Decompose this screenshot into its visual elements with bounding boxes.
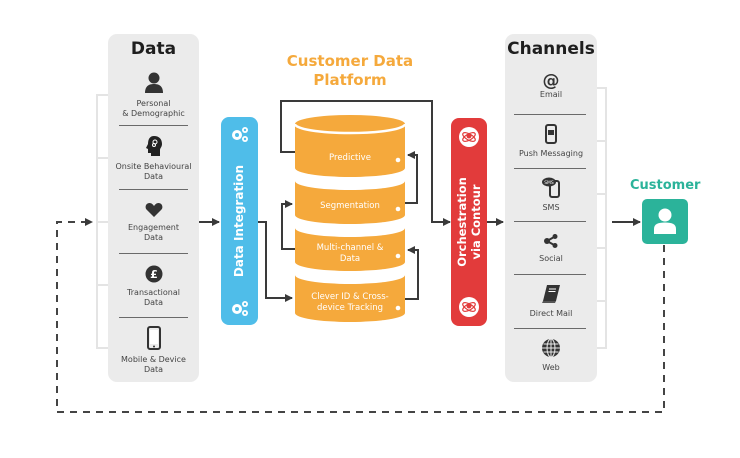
sms-icon: SMS [542,177,560,198]
arrow-predictive-to-orchestration [280,100,451,226]
data-item-personal: Personal & Demographic [108,72,199,119]
channel-item-social: Social [505,233,597,264]
data-item-transactional: £ Transactional Data [108,265,199,308]
channel-item-web: Web [505,338,597,373]
person-icon [144,72,163,93]
customer-title: Customer [630,178,701,193]
divider [514,168,586,169]
data-item-mobile-device: Mobile & Device Data [108,326,199,375]
cdp-layer-label: Predictive [329,153,371,163]
divider [119,125,188,126]
data-panel: Data Personal & Demographic Onsite Behav… [108,34,199,382]
pound-coin-icon: £ [145,265,162,283]
push-phone-icon [545,124,557,144]
heart-icon [145,203,162,217]
gears-icon [232,127,248,142]
cdp-layer-segmentation [295,181,405,224]
channels-bracket [597,87,607,349]
channel-item-email: @ Email [505,72,597,100]
data-integration-bar: Data Integration [221,117,258,325]
cdp-layer-label: Multi-channel &Data [316,243,384,264]
data-item-onsite-behavioural: Onsite Behavioural Data [108,135,199,182]
globe-icon [542,338,560,358]
arrow-multichannel-to-segmentation [281,200,295,250]
cdp-layer-label: Clever ID & Cross-device Tracking [311,292,389,313]
mobile-phone-icon [146,326,161,350]
divider [514,114,586,115]
at-sign-icon: @ [542,71,560,91]
cdp-layer-label: Segmentation [320,201,380,211]
svg-text:£: £ [150,268,158,281]
cdp-layer-clever-id [295,275,405,322]
arrow-integration-to-cdp [258,221,293,302]
data-item-engagement: Engagement Data [108,202,199,243]
contour-atom-icon [459,297,479,317]
data-integration-label: Data Integration [232,164,246,278]
divider [119,317,188,318]
share-icon [544,234,558,248]
customer-node [642,199,688,244]
divider [119,253,188,254]
cdp-layer-predictive [293,115,407,177]
channels-panel: Channels @ Email Push Messaging SMS SMS … [505,34,597,382]
divider [514,328,586,329]
data-bracket [96,94,108,349]
gears-icon [232,301,248,316]
book-icon [542,285,560,303]
divider [514,274,586,275]
channel-item-sms: SMS SMS [505,176,597,213]
arrow-cleverid-to-multichannel [405,246,419,300]
orchestration-label: Orchestration via Contour [455,177,483,267]
channels-panel-title: Channels [507,39,595,59]
customer-user-icon [654,208,676,234]
channel-item-direct-mail: Direct Mail [505,284,597,319]
cdp-database-stack [293,115,407,322]
brain-head-icon [145,136,162,156]
svg-text:SMS: SMS [544,180,554,186]
data-panel-title: Data [130,39,177,59]
orchestration-bar: Orchestration via Contour [451,118,487,326]
feedback-loop [56,218,665,413]
cdp-title: Customer Data Platform [286,52,414,89]
channel-item-push-messaging: Push Messaging [505,124,597,159]
divider [119,189,188,190]
contour-atom-icon [459,127,479,147]
arrow-segmentation-to-predictive [405,151,418,204]
cdp-layer-multichannel [295,228,405,271]
divider [514,221,586,222]
